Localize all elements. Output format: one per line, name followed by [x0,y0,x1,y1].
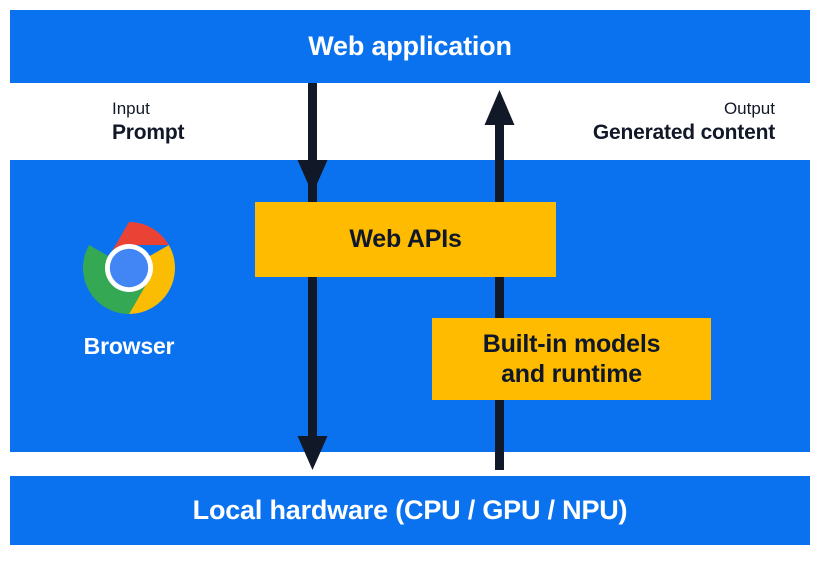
box-builtin-models-line2: and runtime [501,360,642,388]
box-builtin-models-label: Built-in models and runtime [483,329,661,390]
box-builtin-models-line1: Built-in models [482,329,661,358]
output-label-group: Output Generated content [593,98,775,147]
browser-identity-block: Browser [58,220,200,360]
band-web-application: Web application [10,10,810,83]
box-web-apis[interactable]: Web APIs [255,202,556,277]
box-builtin-models[interactable]: Built-in models and runtime [432,318,711,400]
band-web-application-label: Web application [308,31,512,61]
output-kind-label: Output [723,99,775,118]
input-label-group: Input Prompt [112,98,185,147]
output-value-label: Generated content [592,120,775,144]
box-web-apis-label: Web APIs [349,225,462,253]
band-local-hardware: Local hardware (CPU / GPU / NPU) [10,476,810,545]
browser-caption-label: Browser [83,333,175,359]
input-value-label: Prompt [112,120,185,144]
band-local-hardware-label: Local hardware (CPU / GPU / NPU) [192,495,628,525]
input-kind-label: Input [112,99,150,118]
chrome-logo-icon [82,221,176,315]
